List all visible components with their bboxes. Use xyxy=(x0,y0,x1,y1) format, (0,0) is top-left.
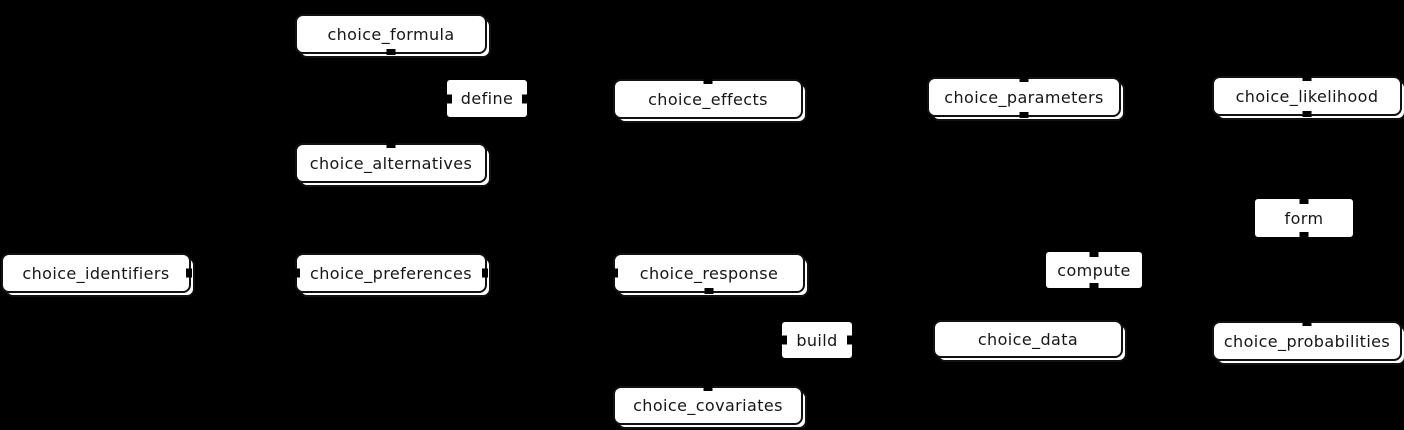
node-choice_effects: choice_effects xyxy=(613,78,803,119)
node-choice_covariates-label: choice_covariates xyxy=(633,396,783,415)
edge-notch-left xyxy=(446,94,452,103)
node-choice_data: choice_data xyxy=(933,320,1123,358)
edge-notch-left xyxy=(294,268,300,278)
node-choice_likelihood-label: choice_likelihood xyxy=(1235,86,1379,106)
node-choice_probabilities: choice_probabilities xyxy=(1212,320,1402,361)
node-choice_preferences: choice_preferences xyxy=(294,253,488,293)
edge-notch-bottom xyxy=(1089,283,1099,289)
edge-notch-bottom xyxy=(386,49,396,55)
edge-notch-bottom xyxy=(704,288,714,294)
edge-notch-top xyxy=(1089,251,1099,257)
edge-notch-right xyxy=(482,268,488,278)
edge-notch-bottom xyxy=(1299,232,1309,238)
edge-label-build-label: build xyxy=(796,330,838,350)
edge-notch-top xyxy=(1019,76,1029,82)
node-choice_alternatives: choice_alternatives xyxy=(295,142,487,183)
edge-label-compute: compute xyxy=(1046,251,1142,289)
edge-notch-top xyxy=(703,78,713,84)
node-choice_likelihood: choice_likelihood xyxy=(1212,75,1402,117)
node-choice_response-label: choice_response xyxy=(639,263,779,283)
edge-notch-left xyxy=(781,335,787,345)
node-choice_formula-label: choice_formula xyxy=(327,24,455,44)
edge-label-form: form xyxy=(1255,198,1353,238)
edge-notch-bottom xyxy=(1302,111,1312,117)
edge-notch-top xyxy=(386,142,396,148)
edge-label-define: define xyxy=(446,80,528,117)
node-choice_alternatives-label: choice_alternatives xyxy=(309,153,473,173)
node-choice_response: choice_response xyxy=(612,253,805,294)
node-choice_identifiers: choice_identifiers xyxy=(1,253,192,293)
node-choice_probabilities-label: choice_probabilities xyxy=(1223,331,1391,351)
node-choice_identifiers-label: choice_identifiers xyxy=(22,263,170,283)
node-choice_effects-label: choice_effects xyxy=(648,89,768,109)
edge-notch-top xyxy=(1299,198,1309,204)
edge-label-define-label: define xyxy=(460,89,514,108)
node-choice_preferences-label: choice_preferences xyxy=(310,263,472,283)
edge-notch-top xyxy=(703,385,713,391)
edge-notch-top xyxy=(1302,320,1312,326)
edge-notch-right xyxy=(847,335,853,345)
edge-notch-right xyxy=(186,268,192,278)
node-choice_covariates: choice_covariates xyxy=(613,385,803,425)
edge-label-build: build xyxy=(781,322,853,358)
edge-notch-right xyxy=(522,94,528,103)
node-choice_parameters: choice_parameters xyxy=(927,76,1121,118)
edge-label-compute-label: compute xyxy=(1057,260,1131,280)
edge-label-form-label: form xyxy=(1284,208,1324,228)
edge-notch-top xyxy=(1302,75,1312,81)
edge-notch-left xyxy=(612,268,618,278)
node-choice_formula: choice_formula xyxy=(295,14,487,55)
node-choice_parameters-label: choice_parameters xyxy=(944,87,1104,107)
node-choice_data-label: choice_data xyxy=(977,329,1079,349)
edge-notch-bottom xyxy=(1019,112,1029,118)
